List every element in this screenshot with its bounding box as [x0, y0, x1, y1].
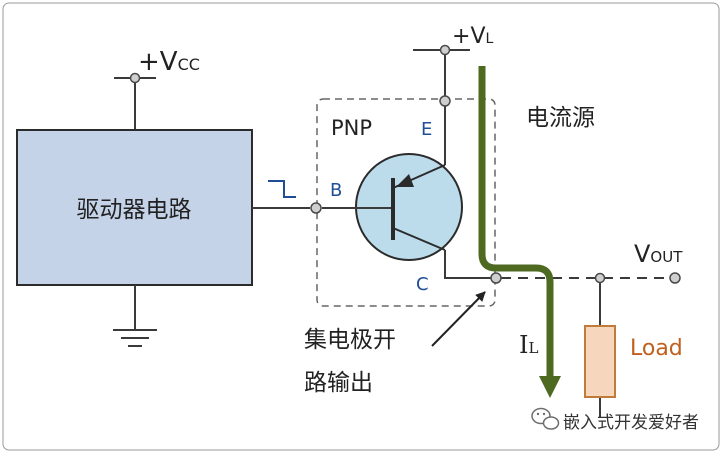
- load-current-arrowhead: [539, 376, 561, 398]
- falling-edge-pulse-icon: [268, 180, 296, 198]
- emitter-node: [439, 95, 451, 107]
- emitter-label: E: [421, 119, 432, 140]
- pnp-label: PNP: [331, 116, 372, 140]
- driver-circuit-label: 驱动器电路: [77, 197, 192, 223]
- base-label: B: [330, 180, 342, 201]
- load-junction-node: [594, 272, 606, 284]
- open-collector-label-line2: 路输出: [304, 370, 373, 396]
- vcc-node: [129, 72, 141, 84]
- ground-symbol-icon: [113, 285, 157, 347]
- open-collector-pointer: [431, 291, 486, 347]
- load-current-label: IL: [519, 331, 538, 359]
- base-node: [310, 202, 322, 214]
- vl-label: +VL: [452, 24, 494, 49]
- open-collector-label-line1: 集电极开: [304, 327, 396, 353]
- current-source-label: 电流源: [526, 105, 595, 131]
- watermark-text: 嵌入式开发爱好者: [563, 413, 699, 433]
- vl-node: [439, 44, 451, 56]
- load-label: Load: [630, 336, 683, 361]
- collector-wire: [444, 250, 491, 279]
- pnp-transistor-symbol-icon: [322, 153, 463, 261]
- vout-node: [669, 272, 681, 284]
- wechat-icon: [531, 407, 560, 430]
- collector-label: C: [416, 274, 429, 295]
- open-collector-node: [490, 272, 502, 284]
- vout-label: VOUT: [634, 240, 683, 268]
- circuit-nodes: [129, 44, 681, 284]
- vcc-supply: +VCC: [114, 47, 200, 130]
- vcc-label: +VCC: [138, 47, 200, 77]
- load-resistor: [584, 325, 616, 398]
- load-current-path: [478, 66, 554, 378]
